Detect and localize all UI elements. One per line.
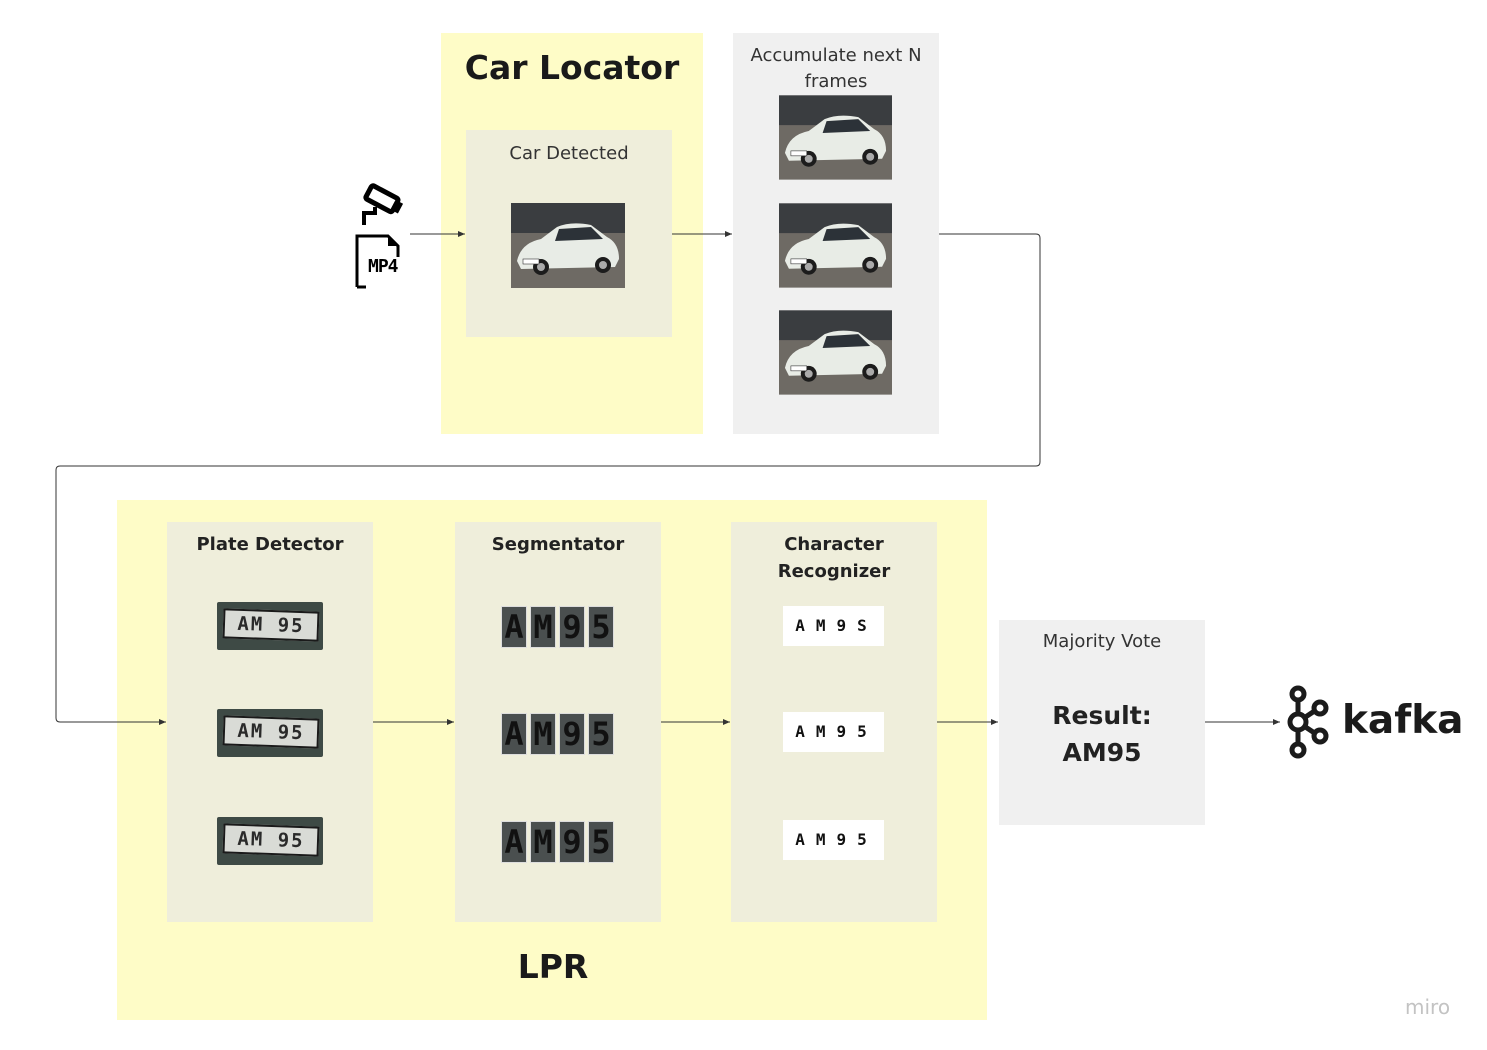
plate-text-1: AM 95 bbox=[222, 608, 320, 642]
segmented-chars-3: A M 9 5 bbox=[501, 821, 614, 863]
recognized-text-1: AM9S bbox=[783, 606, 884, 646]
seg-char: A bbox=[501, 606, 527, 648]
seg-char: 9 bbox=[559, 821, 585, 863]
plate-crop-3: AM 95 bbox=[217, 817, 323, 865]
segmented-chars-1: A M 9 5 bbox=[501, 606, 614, 648]
recognized-text-2: AM95 bbox=[783, 712, 884, 752]
result-label: Result: bbox=[1052, 701, 1152, 730]
plate-crop-2: AM 95 bbox=[217, 709, 323, 757]
seg-char: A bbox=[501, 713, 527, 755]
recognized-text-3: AM95 bbox=[783, 820, 884, 860]
plate-text-3: AM 95 bbox=[222, 823, 320, 857]
kafka-label: kafka bbox=[1342, 698, 1464, 743]
segmented-chars-2: A M 9 5 bbox=[501, 713, 614, 755]
miro-watermark: miro bbox=[1405, 995, 1451, 1019]
plate-text-2: AM 95 bbox=[222, 715, 320, 749]
seg-char: 5 bbox=[588, 713, 614, 755]
cctv-camera-icon bbox=[357, 183, 407, 229]
result-value: AM95 bbox=[1062, 738, 1142, 767]
seg-char: 5 bbox=[588, 821, 614, 863]
seg-char: 9 bbox=[559, 713, 585, 755]
seg-char: A bbox=[501, 821, 527, 863]
lpr-title: LPR bbox=[517, 947, 589, 986]
character-recognizer-label: Character Recognizer bbox=[777, 534, 891, 582]
car-image bbox=[511, 203, 625, 288]
mp4-file-label: MP4 bbox=[368, 256, 399, 277]
seg-char: 9 bbox=[559, 606, 585, 648]
seg-char: M bbox=[530, 821, 556, 863]
kafka-logo-icon bbox=[1282, 684, 1334, 760]
car-locator-title: Car Locator bbox=[464, 48, 680, 87]
frame-image-1 bbox=[779, 95, 892, 180]
frame-image-2 bbox=[779, 203, 892, 288]
frame-image-3 bbox=[779, 310, 892, 395]
segmentator-label: Segmentator bbox=[491, 534, 625, 555]
seg-char: M bbox=[530, 713, 556, 755]
car-detected-label: Car Detected bbox=[509, 143, 629, 164]
accumulate-frames-label: Accumulate next N frames bbox=[750, 45, 922, 92]
majority-vote-label: Majority Vote bbox=[1042, 631, 1162, 652]
seg-char: M bbox=[530, 606, 556, 648]
plate-crop-1: AM 95 bbox=[217, 602, 323, 650]
seg-char: 5 bbox=[588, 606, 614, 648]
plate-detector-label: Plate Detector bbox=[196, 534, 344, 555]
